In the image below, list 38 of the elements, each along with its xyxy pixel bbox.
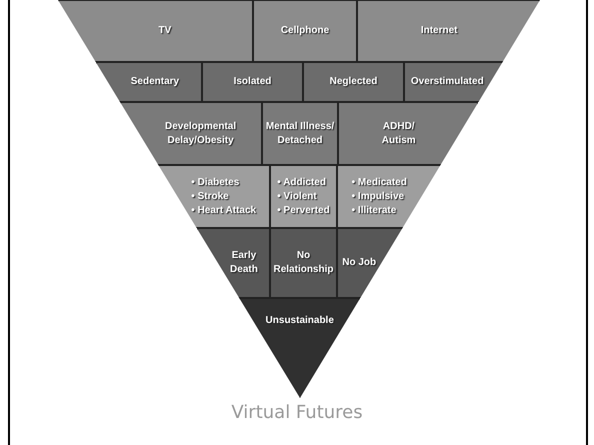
- pyramid-segment: [270, 228, 337, 298]
- pyramid-segment: [253, 0, 357, 62]
- pyramid-segment: [303, 62, 404, 102]
- segment-label: Early Death: [229, 249, 259, 277]
- bullet-item: • Impulsive: [352, 190, 404, 204]
- pyramid-segment: [96, 62, 202, 102]
- segment-label: Sedentary: [130, 75, 180, 89]
- segment-label: Internet: [420, 24, 458, 38]
- bullet-item: • Stroke: [191, 190, 229, 204]
- bullet-item: • Perverted: [277, 204, 330, 218]
- pyramid-segment: [158, 165, 270, 228]
- pyramid-segment: [202, 62, 303, 102]
- segment-label: Neglected: [330, 75, 378, 89]
- bullet-item: • Diabetes: [191, 176, 240, 190]
- bullet-item: • Violent: [277, 190, 317, 204]
- pyramid-segment: [270, 165, 337, 228]
- pyramid-segment: [337, 165, 440, 228]
- pyramid-segment: [404, 62, 503, 102]
- segment-label: ADHD/ Autism: [380, 120, 417, 148]
- segment-label: Cellphone: [280, 24, 330, 38]
- bullet-item: • Illiterate: [352, 204, 396, 218]
- pyramid-segment: [58, 0, 253, 62]
- pyramid-segment: [262, 102, 338, 165]
- bullet-item: • Heart Attack: [191, 204, 256, 218]
- segment-label: Overstimulated: [410, 75, 484, 89]
- segment-label: Mental Illness/ Detached: [265, 120, 335, 148]
- pyramid-segment: [120, 102, 262, 165]
- caption: Virtual Futures: [230, 402, 364, 423]
- bullet-item: • Addicted: [277, 176, 326, 190]
- segment-label: No Relationship: [272, 249, 334, 277]
- pyramid-segment: [338, 102, 478, 165]
- segment-label: Unsustainable: [266, 314, 334, 328]
- bullet-item: • Medicated: [352, 176, 407, 190]
- segment-label: Developmental Delay/Obesity: [164, 120, 238, 148]
- segment-label: Isolated: [234, 75, 272, 89]
- segment-label: TV: [158, 24, 172, 38]
- pyramid-segment: [357, 0, 540, 62]
- segment-label: No Job: [342, 256, 376, 270]
